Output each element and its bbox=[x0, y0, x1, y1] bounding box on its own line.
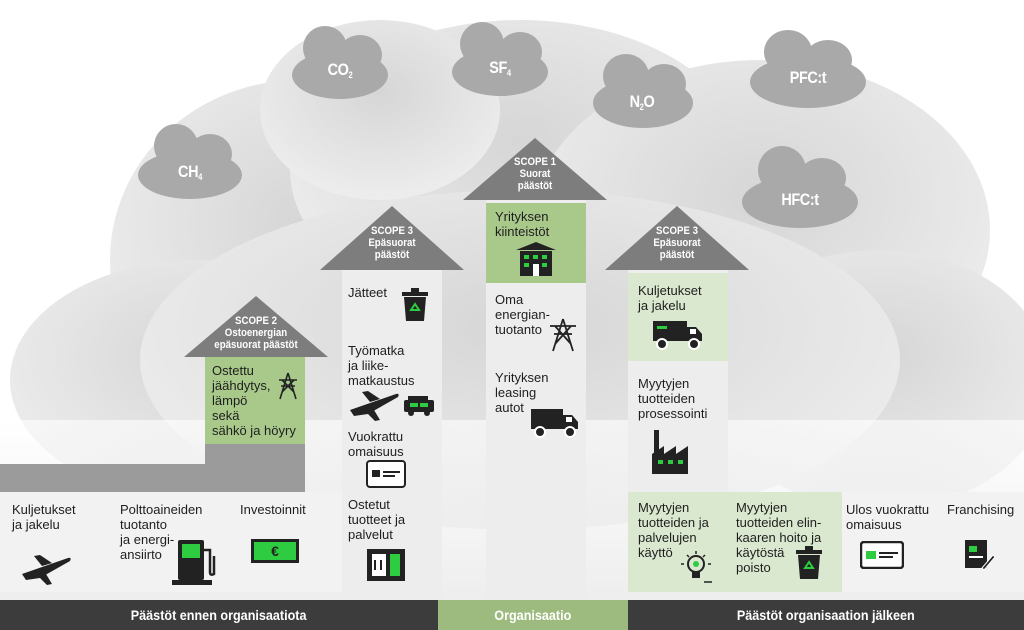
roof-scope3-down bbox=[605, 206, 749, 270]
cloud-hfc bbox=[742, 146, 858, 228]
column-scope3-up bbox=[342, 270, 442, 600]
gas-label-co2: CO2 bbox=[327, 60, 353, 80]
document-pen-icon bbox=[965, 540, 996, 571]
euro-banknote-icon: € bbox=[251, 539, 299, 563]
cloud-co2 bbox=[292, 26, 388, 99]
fuel-pump-icon bbox=[172, 540, 216, 585]
cloud-ch4 bbox=[138, 124, 242, 199]
item-franchising: Franchising bbox=[947, 502, 1015, 517]
airplane-icon bbox=[350, 391, 399, 421]
bar-after-organisation: Päästöt organisaation jälkeen bbox=[628, 600, 1024, 630]
gas-label-ch4: CH4 bbox=[178, 162, 202, 182]
step-scope2 bbox=[0, 464, 305, 492]
cloud-pfc bbox=[750, 30, 866, 108]
gas-label-sf4: SF4 bbox=[489, 58, 511, 78]
lightbulb-icon bbox=[681, 551, 712, 583]
recycle-bin-icon bbox=[402, 288, 428, 321]
delivery-truck-icon bbox=[653, 321, 702, 350]
column-scope3-down-highlight bbox=[628, 273, 728, 361]
item-investoinnit: Investoinnit bbox=[240, 502, 306, 517]
recycle-bin-icon-bottom bbox=[796, 546, 822, 579]
gas-label-hfc: HFC:t bbox=[781, 190, 819, 209]
card-icon-bottom bbox=[860, 541, 904, 569]
cloud-n2o bbox=[593, 54, 693, 128]
roof-scope3-up bbox=[320, 206, 464, 270]
roof-scope1 bbox=[463, 138, 607, 200]
box-icon bbox=[367, 549, 405, 581]
building-icon bbox=[516, 242, 556, 276]
power-pylon-icon bbox=[279, 372, 297, 400]
bar-before-organisation: Päästöt ennen organisaatiota bbox=[0, 600, 438, 630]
bar-organisation: Organisaatio bbox=[438, 600, 628, 630]
cloud-sf4 bbox=[452, 22, 548, 96]
factory-icon bbox=[652, 430, 688, 474]
power-tower-icon bbox=[550, 318, 576, 352]
gas-label-n2o: N2O bbox=[629, 92, 655, 112]
airplane-icon-bottom bbox=[22, 555, 71, 585]
roof-scope2 bbox=[184, 296, 328, 357]
card-icon bbox=[366, 460, 406, 488]
gas-label-pfc: PFC:t bbox=[789, 68, 827, 87]
column-scope2 bbox=[205, 357, 305, 444]
delivery-van-icon bbox=[531, 409, 578, 438]
car-icon bbox=[404, 396, 434, 416]
item-jatteet: Jätteet bbox=[348, 285, 388, 300]
